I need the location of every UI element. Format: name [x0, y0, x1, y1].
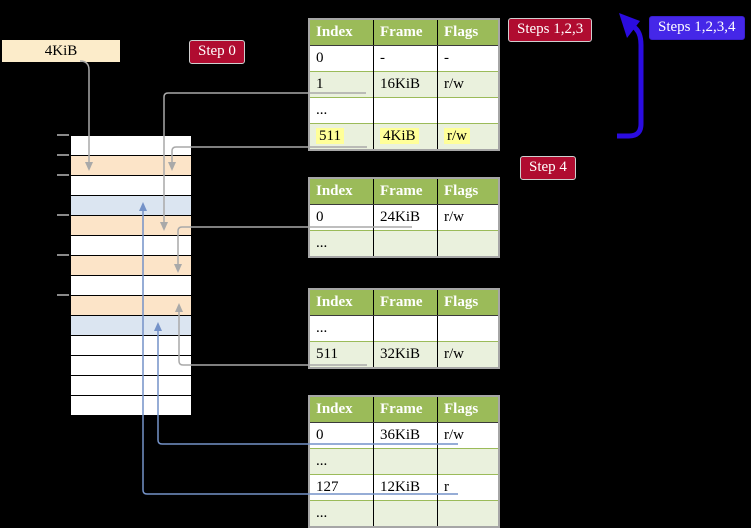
table-cell: - — [444, 50, 449, 66]
steps1234-badge: Steps 1,2,3,4 — [649, 16, 745, 40]
table-cell: 0 — [309, 45, 374, 72]
memory-row — [71, 376, 191, 396]
table-cell — [438, 316, 500, 342]
physical-memory-column — [70, 135, 192, 416]
table-cell: r — [437, 474, 499, 501]
memory-row — [71, 356, 191, 376]
column-header: Frame — [373, 178, 438, 205]
highlighted-value: r/w — [444, 128, 470, 144]
table-cell: r/w — [437, 71, 499, 98]
memory-row — [71, 176, 191, 196]
memory-row — [71, 396, 191, 415]
table-row: ... — [309, 97, 499, 124]
table-cell: - — [373, 45, 438, 72]
step4-badge: Step 4 — [520, 156, 576, 180]
memory-row — [71, 196, 191, 216]
column-header: Index — [309, 19, 374, 46]
memory-row — [71, 216, 191, 236]
table-cell — [373, 448, 438, 475]
table-cell: 4KiB — [373, 123, 438, 150]
memory-row — [71, 236, 191, 256]
highlighted-value: 511 — [316, 128, 344, 144]
table-cell — [373, 97, 438, 124]
table-cell: ... — [309, 448, 374, 475]
memory-row — [71, 336, 191, 356]
step0-badge: Step 0 — [189, 40, 245, 64]
table-row: 511 4KiB r/w — [309, 123, 499, 150]
table-cell: 1 — [309, 71, 374, 98]
table-cell: r/w — [437, 341, 499, 368]
table-row: ... — [309, 230, 499, 257]
column-header: Flags — [437, 178, 499, 205]
table-cell — [437, 500, 499, 527]
highlighted-value: 4KiB — [380, 128, 419, 144]
column-header: Flags — [437, 19, 499, 46]
steps-loop-arrow — [617, 13, 644, 139]
table-cell — [437, 230, 499, 257]
table-row: ... — [309, 315, 500, 342]
table-cell: r/w — [437, 123, 499, 150]
table-cell — [437, 448, 499, 475]
column-header: Index — [309, 396, 374, 423]
table-row: ... — [309, 500, 499, 527]
memory-row — [71, 276, 191, 296]
table-cell: ... — [309, 230, 374, 257]
column-header: Frame — [373, 19, 438, 46]
table-cell: ... — [309, 97, 374, 124]
column-header: Flags — [437, 396, 499, 423]
table-cell: ... — [309, 500, 374, 527]
table-cell: 12KiB — [373, 474, 438, 501]
column-header: Frame — [373, 289, 438, 316]
memory-row — [71, 256, 191, 276]
table-cell: 127 — [309, 474, 374, 501]
table-cell: 511 — [309, 123, 374, 150]
table-cell — [373, 315, 438, 342]
column-header: Index — [309, 289, 374, 316]
memory-row — [71, 316, 191, 336]
memory-row — [71, 156, 191, 176]
table-cell: 36KiB — [373, 422, 438, 449]
memory-tick-marks — [57, 134, 69, 296]
table-row: 0-- — [309, 45, 499, 72]
table-cell — [373, 500, 438, 527]
table-cell: 16KiB — [373, 71, 438, 98]
column-header: Flags — [437, 289, 499, 316]
table-cell: 0 — [309, 422, 374, 449]
table-cell: 511 — [309, 341, 374, 368]
table-cell: r/w — [444, 427, 464, 443]
table-row: ... — [309, 448, 499, 475]
table-cell: 32KiB — [373, 341, 438, 368]
memory-row — [71, 296, 191, 316]
frame-size-label: 4KiB — [2, 40, 120, 62]
table-cell: ... — [309, 315, 374, 342]
memory-row — [71, 136, 191, 156]
table-cell: 0 — [309, 204, 374, 231]
table-cell: r/w — [444, 209, 464, 225]
column-header: Index — [309, 178, 374, 205]
steps123-badge: Steps 1,2,3 — [508, 18, 593, 42]
table-cell: 24KiB — [373, 204, 438, 231]
column-header: Frame — [373, 396, 438, 423]
table-cell — [437, 97, 499, 124]
table-cell — [373, 230, 438, 257]
